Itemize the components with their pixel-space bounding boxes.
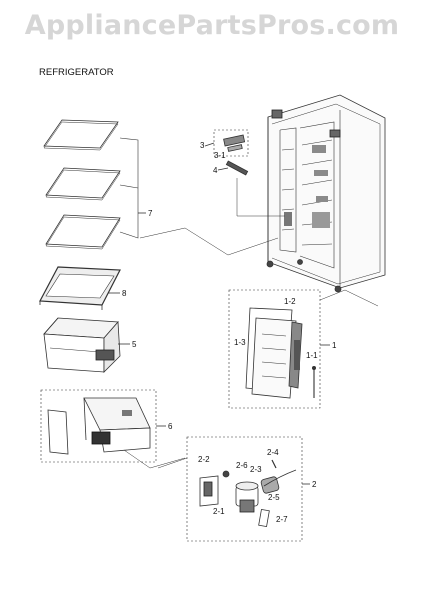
callout-3-1: 3-1 [214,151,226,160]
callout-2-1: 2-1 [213,507,225,516]
part-7-shelves [43,119,279,256]
callout-3: 3 [200,141,205,150]
callout-5: 5 [132,340,137,349]
callout-2-3: 2-3 [250,465,262,474]
callout-2: 2 [312,480,317,489]
part-1-door-group [228,289,379,409]
refrigerator-cabinet [266,94,386,293]
callout-6: 6 [168,422,173,431]
callout-1-3: 1-3 [234,338,246,347]
callout-2-2: 2-2 [198,455,210,464]
callout-8: 8 [122,289,127,298]
part-6-drawer-group [40,389,186,469]
callout-1-2: 1-2 [284,297,296,306]
part-5-crisper-drawer [43,317,130,373]
part-3-group [204,129,285,217]
callout-2-6: 2-6 [236,461,248,470]
watermark: AppliancePartsPros.com [24,10,400,41]
section-title: REFRIGERATOR [39,67,114,78]
part-2-dispenser-group [157,436,310,542]
callout-1: 1 [332,341,337,350]
part-8-crisper-cover [39,266,121,310]
callout-2-5: 2-5 [268,493,280,502]
callout-2-7: 2-7 [276,515,288,524]
callout-7: 7 [148,209,153,218]
callout-1-1: 1-1 [306,351,318,360]
callout-4: 4 [213,166,218,175]
callout-2-4: 2-4 [267,448,279,457]
